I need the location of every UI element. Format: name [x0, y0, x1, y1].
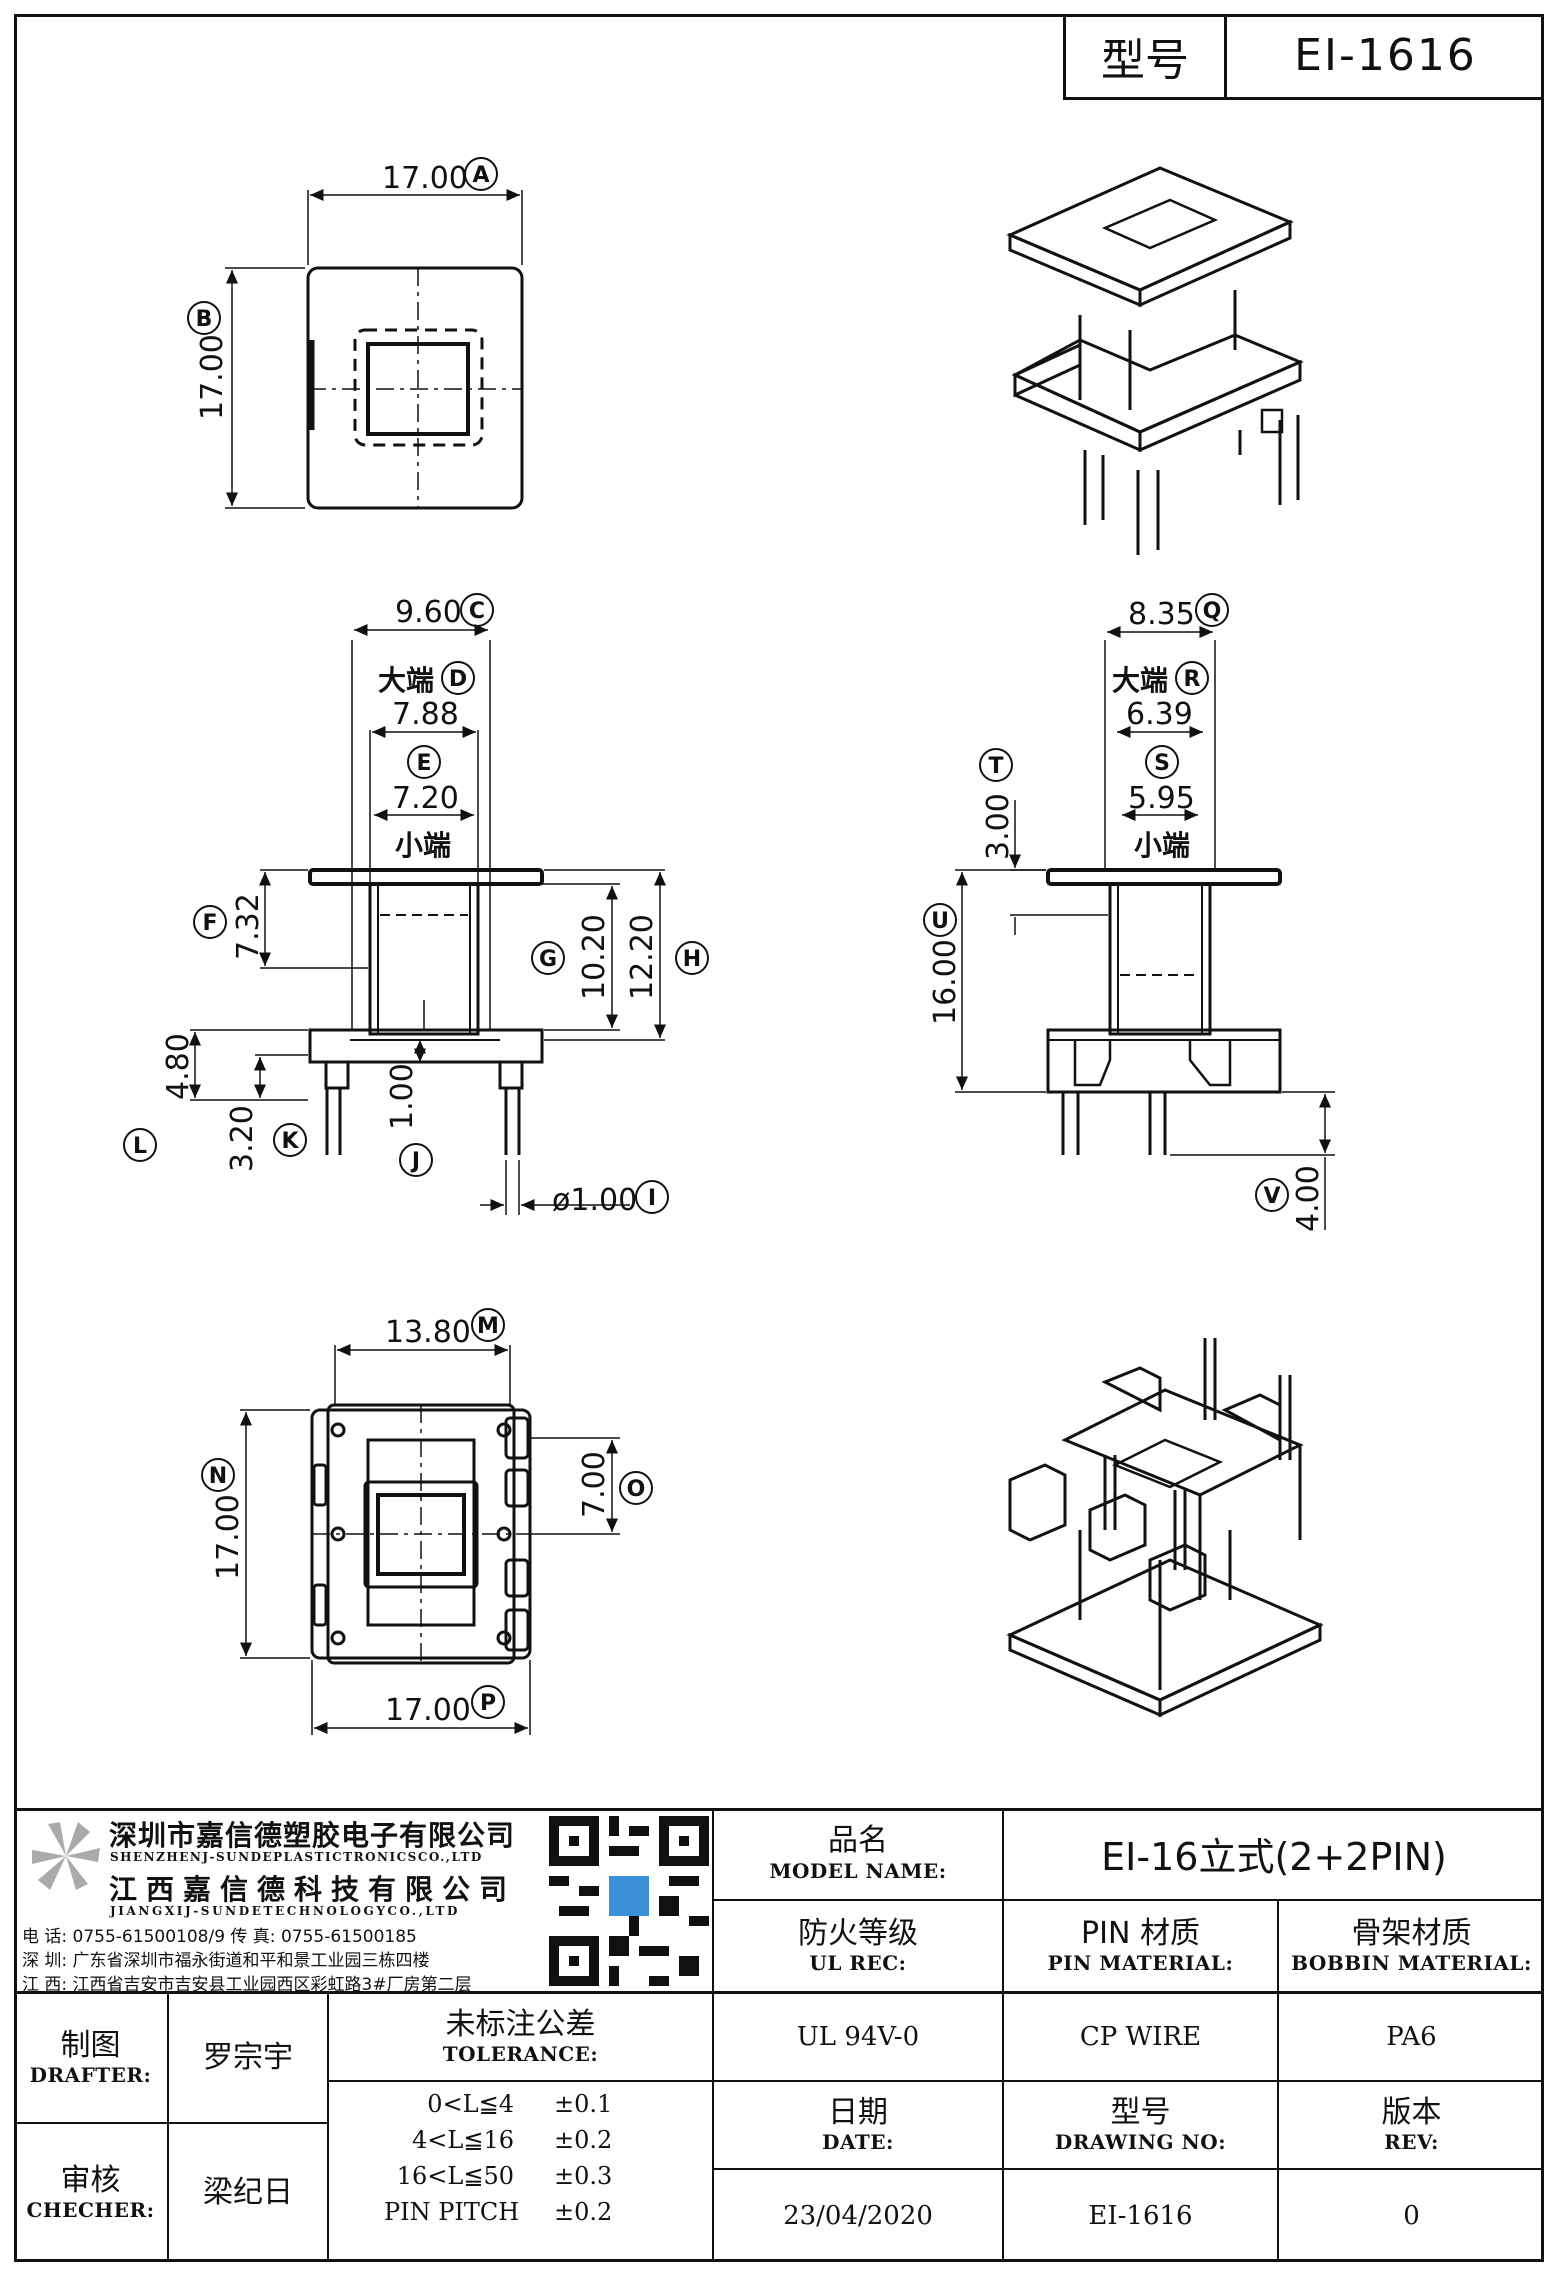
dim-v-tag: V: [1263, 1184, 1280, 1209]
front-small-end-label: 小端: [395, 829, 451, 862]
dim-p-tag: P: [480, 1691, 496, 1716]
dim-l-value: 4.80: [161, 1033, 196, 1100]
dim-d-tag: D: [449, 667, 467, 692]
rev-value: 0: [1403, 2201, 1420, 2231]
tolerance-row: 4<L≦16±0.2: [412, 2126, 613, 2154]
dim-r-tag: R: [1184, 667, 1201, 692]
front-big-end-label: 大端: [378, 664, 434, 697]
side-small-end-label: 小端: [1134, 829, 1190, 862]
dim-e-value: 7.20: [392, 781, 459, 816]
pin-material-value: CP WIRE: [1004, 1994, 1279, 2082]
front-view: [189, 624, 666, 1215]
side-big-end-label: 大端: [1112, 664, 1168, 697]
sz-address: 深 圳: 广东省深圳市福永街道和平和景工业园三栋四楼: [22, 1951, 430, 1971]
side-view: [955, 626, 1335, 1230]
dim-t-value: 3.00: [981, 793, 1016, 860]
company-name-sz-en: SHENZHENJ-SUNDEPLASTICTRONICSCO.,LTD: [110, 1850, 483, 1864]
dimension-labels: 17.00 A 17.00 B 9.60 C 大端 D 7.88 E 7.20 …: [123, 157, 1326, 1728]
dim-f-tag: F: [202, 911, 217, 936]
dim-f-value: 7.32: [231, 893, 266, 960]
dim-u-tag: U: [931, 909, 949, 934]
dim-g-tag: G: [539, 947, 557, 972]
drawing-sheet: [14, 14, 1544, 2262]
dim-m-value: 13.80: [385, 1315, 471, 1350]
dim-n-value: 17.00: [211, 1494, 246, 1580]
qr-code-icon: [549, 1816, 709, 1986]
dim-p-value: 17.00: [385, 1693, 471, 1728]
company-name-jx: 江西嘉信德科技有限公司: [109, 1873, 517, 1906]
ul-rec-value: UL 94V-0: [714, 1994, 1004, 2082]
dim-s-tag: S: [1154, 751, 1170, 776]
title-block: 深圳市嘉信德塑胶电子有限公司 SHENZHENJ-SUNDEPLASTICTRO…: [14, 1808, 1544, 2262]
iso-view-top: [1006, 166, 1304, 555]
dim-c-value: 9.60: [395, 595, 462, 630]
dim-l-tag: L: [133, 1134, 147, 1159]
bobbin-material-value: PA6: [1279, 1994, 1544, 2082]
dim-r-value: 6.39: [1126, 697, 1193, 732]
company-name-sz: 深圳市嘉信德塑胶电子有限公司: [109, 1819, 516, 1852]
header-type-label: 型号: [1063, 14, 1227, 100]
dim-a-tag: A: [472, 163, 489, 188]
dim-o-value: 7.00: [577, 1451, 612, 1518]
company-name-jx-en: JIANGXIJ-SUNDETECHNOLOGYCO.,LTD: [110, 1904, 460, 1918]
dim-t-tag: T: [988, 754, 1003, 779]
dim-k-value: 3.20: [225, 1105, 260, 1172]
dim-i-value: ø1.00: [552, 1183, 637, 1218]
date-value: 23/04/2020: [714, 2170, 1004, 2262]
dim-h-tag: H: [683, 947, 701, 972]
iso-view-bottom: [1006, 1338, 1324, 1718]
company-info: 深圳市嘉信德塑胶电子有限公司 SHENZHENJ-SUNDEPLASTICTRO…: [14, 1808, 714, 1995]
dim-m-tag: M: [477, 1314, 499, 1339]
dim-a-value: 17.00: [382, 161, 468, 196]
dim-q-tag: Q: [1203, 599, 1222, 624]
dim-c-tag: C: [469, 599, 485, 624]
phone-line: 电 话: 0755-61500108/9 传 真: 0755-61500185: [22, 1927, 417, 1947]
header-type-value: EI-1616: [1224, 14, 1544, 100]
tolerance-row: PIN PITCH±0.2: [384, 2198, 613, 2226]
dim-e-tag: E: [416, 751, 431, 776]
dim-k-tag: K: [281, 1129, 299, 1154]
dim-j-tag: J: [410, 1149, 420, 1174]
dim-u-value: 16.00: [928, 939, 963, 1025]
bottom-view: [240, 1344, 620, 1735]
company-logo-icon: [32, 1822, 100, 1890]
dim-q-value: 8.35: [1128, 597, 1195, 632]
jx-address: 江 西: 江西省吉安市吉安县工业园西区彩虹路3#厂房第二层: [22, 1975, 472, 1995]
dim-s-value: 5.95: [1128, 781, 1195, 816]
dim-d-value: 7.88: [392, 697, 459, 732]
tolerance-table: [329, 2082, 714, 2262]
model-name-value: EI-16立式(2+2PIN): [1004, 1808, 1544, 1901]
tolerance-row: 0<L≦4±0.1: [427, 2090, 613, 2118]
dim-j-value: 1.00: [385, 1063, 420, 1130]
checker-name: 梁纪日: [169, 2124, 329, 2262]
top-view: [225, 189, 524, 510]
dim-g-value: 10.20: [577, 914, 612, 1000]
dim-h-value: 12.20: [625, 914, 660, 1000]
dim-n-tag: N: [209, 1464, 227, 1489]
drafter-name: 罗宗宇: [169, 1994, 329, 2124]
drawing-no-value: EI-1616: [1004, 2170, 1279, 2262]
dim-b-value: 17.00: [195, 334, 230, 420]
dim-v-value: 4.00: [1291, 1165, 1326, 1232]
dim-o-tag: O: [627, 1477, 646, 1502]
tolerance-row: 16<L≦50±0.3: [396, 2162, 613, 2190]
dim-b-tag: B: [196, 307, 213, 332]
technical-drawing: 17.00 A 17.00 B 9.60 C 大端 D 7.88 E 7.20 …: [123, 157, 1335, 1735]
dim-i-tag: I: [648, 1186, 656, 1211]
